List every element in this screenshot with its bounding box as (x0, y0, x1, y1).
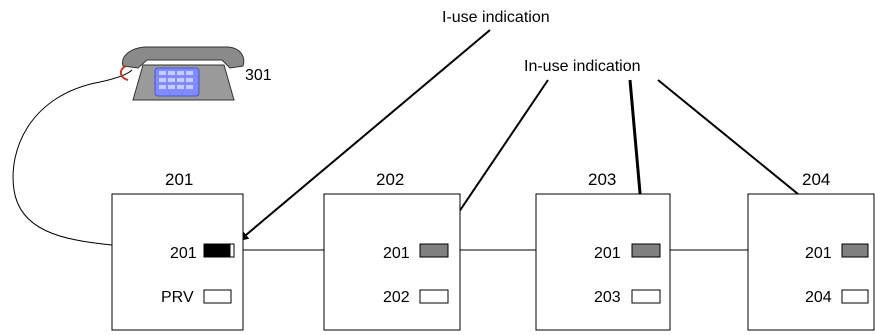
station-box (111, 193, 244, 331)
line-indicator-idle[interactable] (419, 289, 449, 304)
line-key-label: 203 (594, 289, 621, 306)
telephone-icon (120, 46, 245, 101)
arrow-i-use-to-201 (238, 29, 491, 242)
station-title: 201 (165, 170, 193, 189)
station-title: 203 (588, 170, 616, 189)
line-indicator-in-use[interactable] (419, 243, 449, 258)
station-box (747, 193, 875, 331)
line-key-label: 202 (383, 289, 410, 306)
station-202: 202 201 202 (323, 170, 461, 331)
line-indicator-idle[interactable] (841, 289, 869, 304)
line-key-label: PRV (161, 289, 194, 306)
line-indicator-in-use[interactable] (841, 243, 869, 258)
station-box (535, 193, 671, 331)
station-title: 202 (376, 170, 404, 189)
station-title: 204 (802, 170, 830, 189)
i-use-annotation: I-use indication (442, 9, 550, 26)
phone-label: 301 (245, 67, 272, 84)
line-indicator-in-use[interactable] (631, 243, 661, 258)
line-key-label: 201 (805, 245, 832, 262)
station-204: 204 201 204 (747, 170, 875, 331)
line-indicator-idle[interactable] (631, 289, 661, 304)
line-indicator-i-use-notch (229, 243, 235, 258)
station-box (323, 193, 461, 331)
station-203: 203 201 203 (535, 170, 671, 331)
in-use-annotation: In-use indication (524, 58, 641, 75)
line-indicator-idle[interactable] (203, 289, 232, 304)
phone-cord (12, 69, 133, 246)
line-key-label: 204 (805, 289, 832, 306)
line-key-label: 201 (594, 245, 621, 262)
station-201: 201 201 PRV (111, 170, 244, 331)
line-key-label: 201 (383, 245, 410, 262)
line-key-label: 201 (170, 245, 197, 262)
